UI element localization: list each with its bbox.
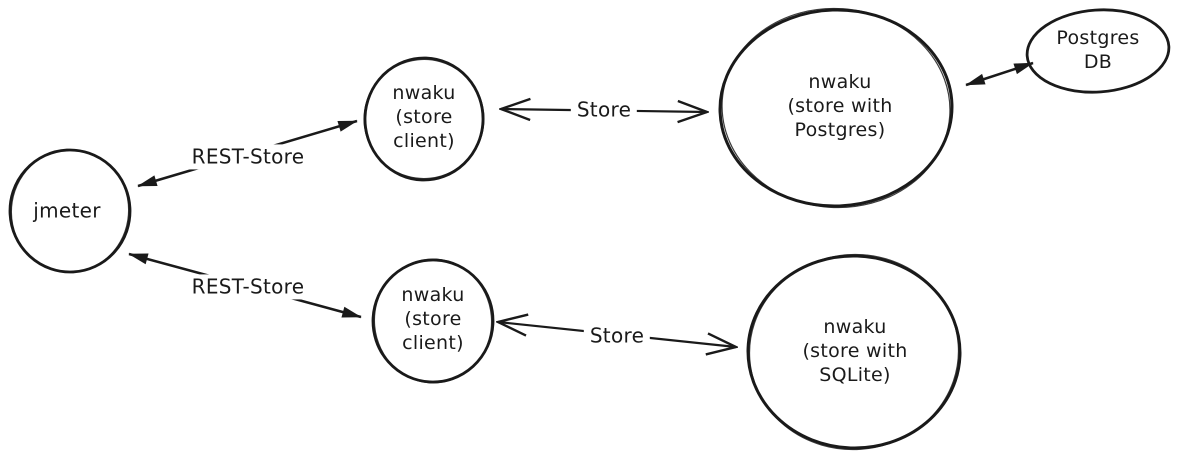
node-jmeter-sketch: [10, 149, 130, 273]
edge-postgres-db-link: [965, 61, 1034, 87]
node-postgres-db-shape: [1025, 8, 1171, 94]
node-store-client-top-sketch: [363, 58, 485, 180]
node-store-client-bottom-sketch: [373, 258, 493, 384]
edge-rest-store-top: [137, 119, 358, 188]
edge-rest-store-bottom: [128, 252, 362, 319]
edge-store-bottom: [498, 322, 736, 347]
node-store-sqlite-sketch: [748, 253, 960, 451]
node-store-postgres-sketch: [721, 7, 951, 209]
node-store-client-bottom-shape: [371, 258, 495, 384]
node-store-client-top-shape: [363, 56, 485, 182]
node-jmeter-shape: [8, 148, 132, 274]
edge-store-top: [501, 109, 707, 112]
node-store-postgres-shape: [718, 8, 954, 208]
node-store-sqlite-shape: [746, 254, 962, 450]
